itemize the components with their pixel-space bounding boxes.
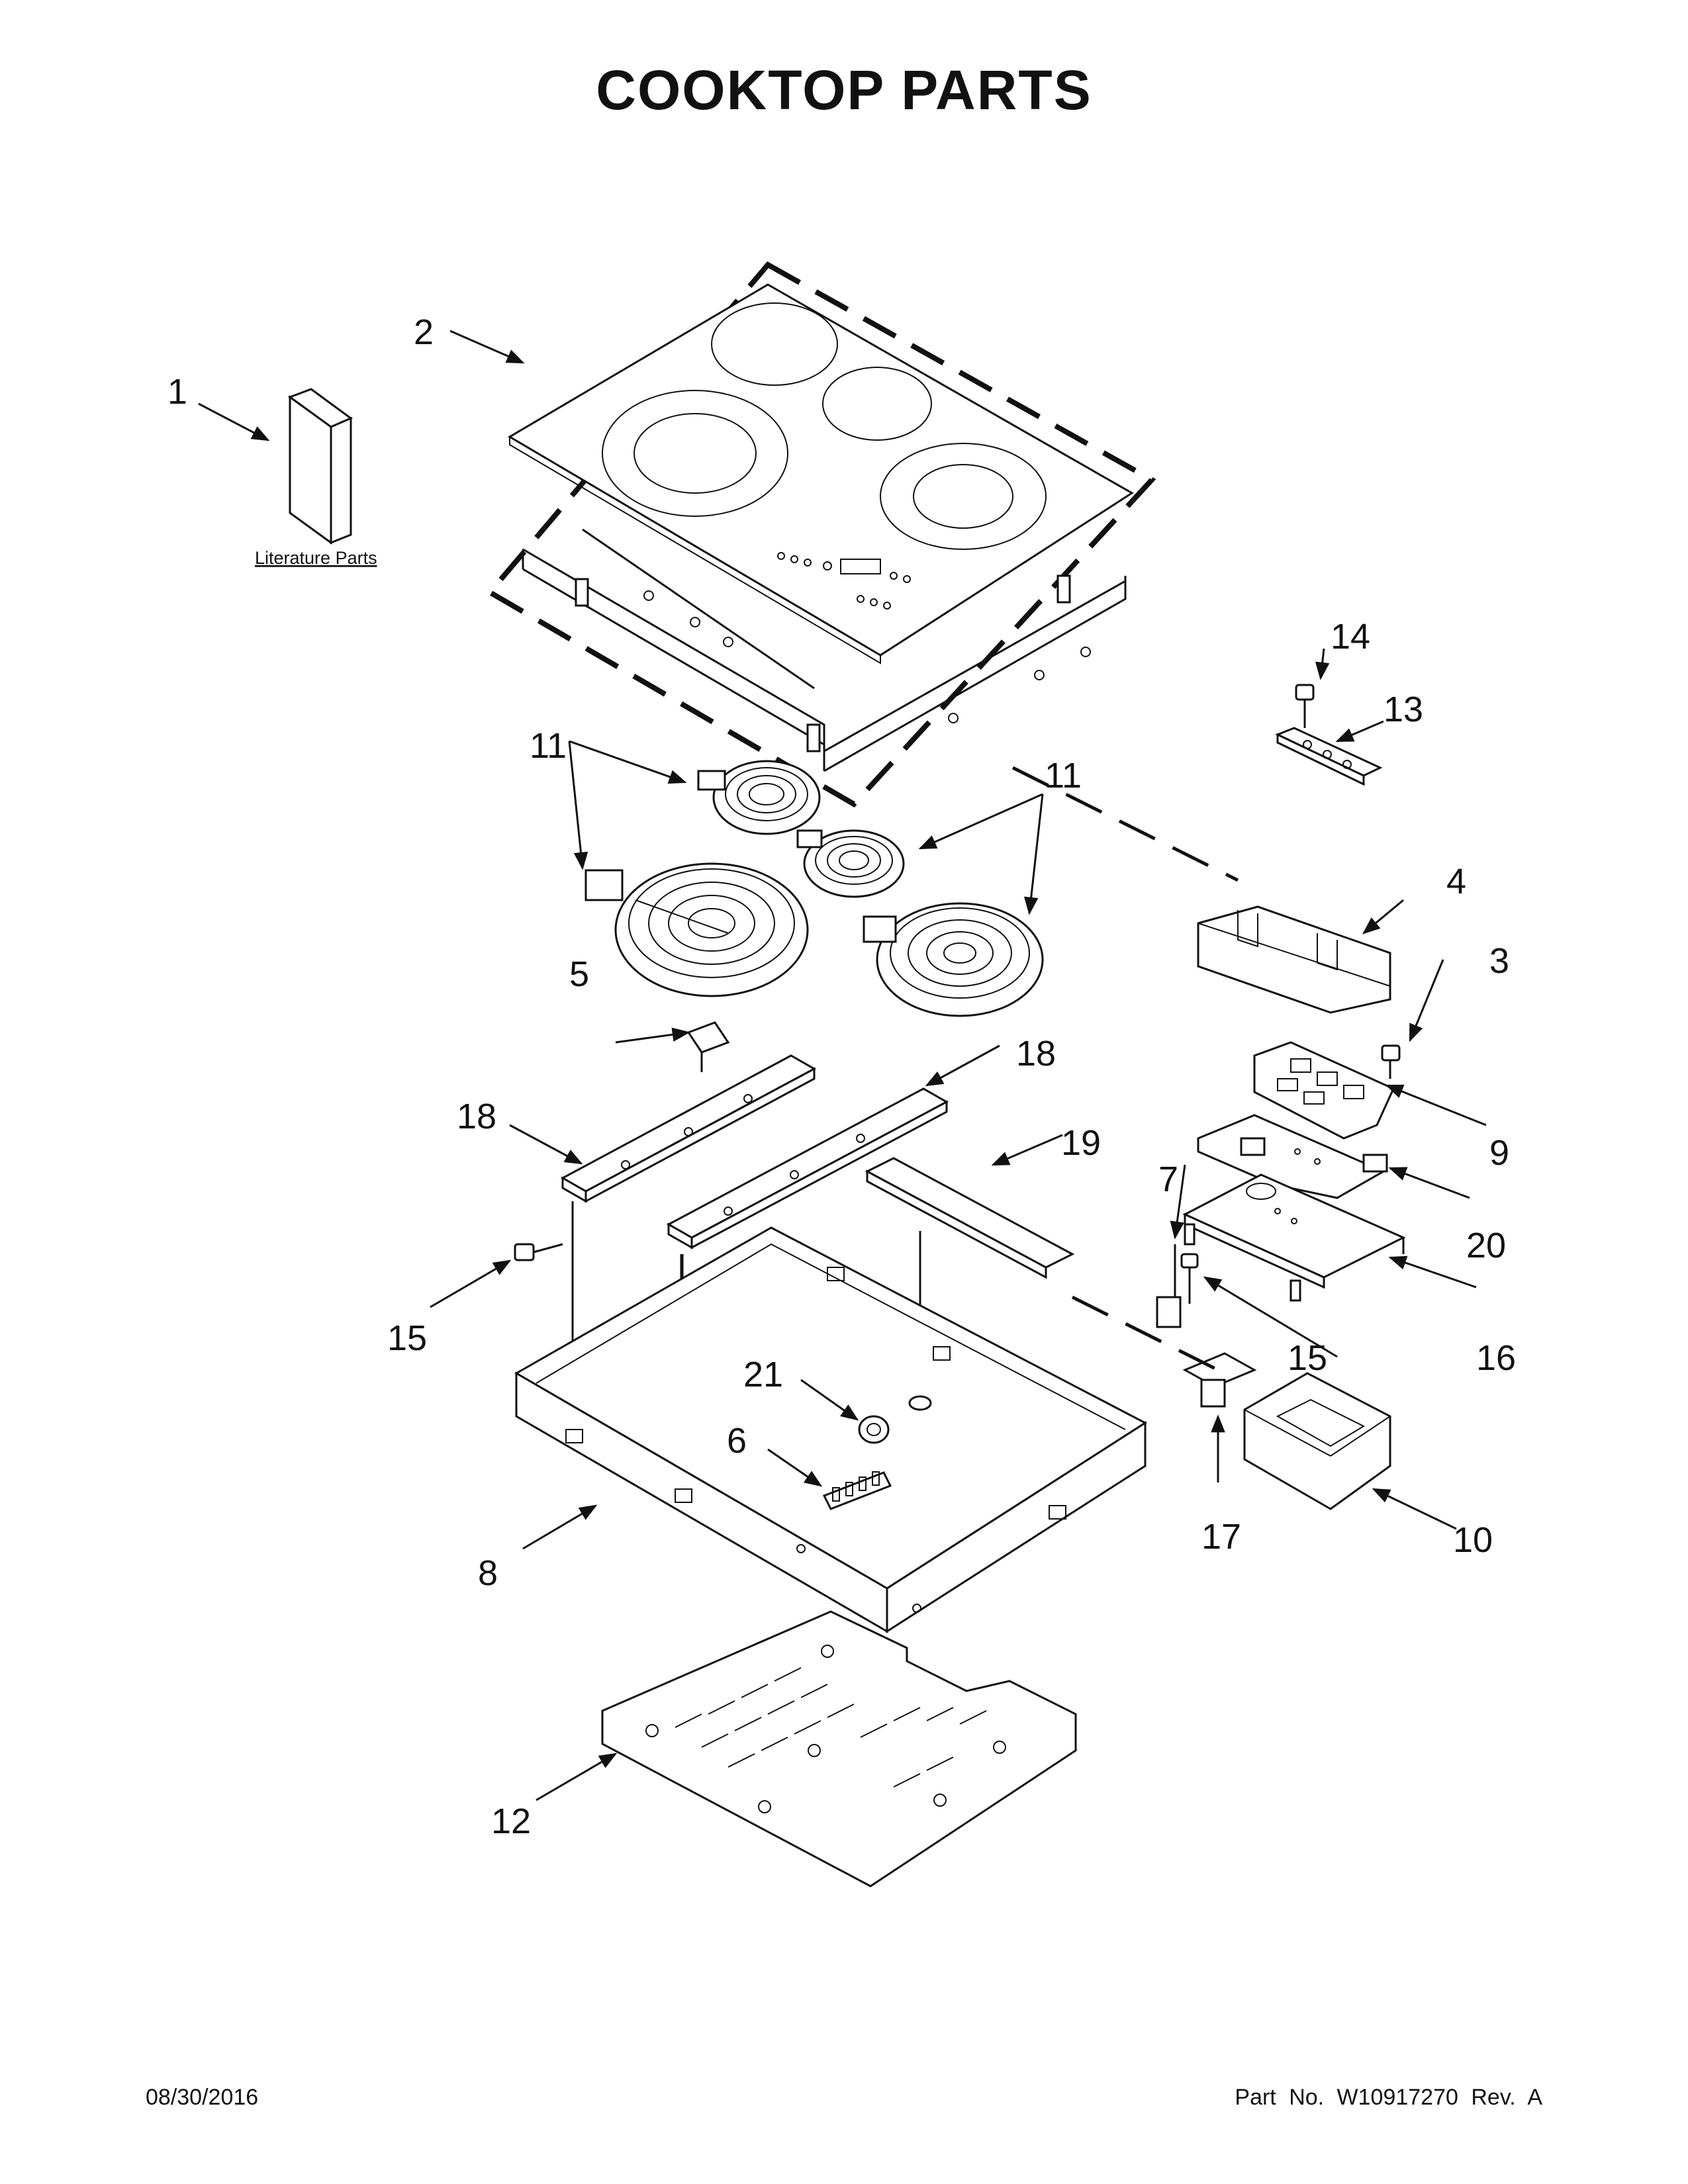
screw-14[interactable] <box>1295 684 1315 728</box>
callout-9: 9 <box>1489 1133 1509 1173</box>
callout-2: 2 <box>414 312 434 352</box>
control-bracket[interactable] <box>1197 905 1391 1014</box>
callout-16: 16 <box>1476 1338 1516 1378</box>
grommet-21[interactable] <box>858 1415 890 1444</box>
callout-19: 19 <box>1061 1123 1101 1163</box>
callout-8: 8 <box>478 1553 498 1593</box>
sensor-7[interactable] <box>1156 1244 1182 1328</box>
callout-1: 1 <box>167 372 187 412</box>
page-title: COOKTOP PARTS <box>596 59 1092 121</box>
screw-3[interactable] <box>1381 1044 1401 1079</box>
mounting-rail-right[interactable] <box>666 1087 949 1250</box>
screw-15-left[interactable] <box>514 1243 563 1261</box>
control-board[interactable] <box>1253 1041 1395 1140</box>
mounting-rail-left[interactable] <box>560 1054 817 1203</box>
screw-15-right[interactable] <box>1180 1253 1199 1304</box>
board-shield[interactable] <box>1182 1173 1406 1302</box>
callout-5: 5 <box>569 954 589 994</box>
footer-date: 08/30/2016 <box>146 2085 259 2110</box>
surface-elements[interactable] <box>585 760 1044 1017</box>
leader-arrows <box>198 330 1487 1801</box>
footer-part-number: Part No. W10917270 Rev. A <box>1235 2085 1542 2110</box>
callout-13: 13 <box>1383 690 1423 729</box>
support-bracket-10[interactable] <box>1243 1372 1391 1510</box>
callout-18-left: 18 <box>457 1097 496 1136</box>
callout-15-right: 15 <box>1288 1338 1327 1378</box>
mounting-bracket[interactable] <box>1275 727 1383 786</box>
callout-21: 21 <box>743 1355 783 1394</box>
element-rear-left <box>697 760 821 835</box>
callout-17: 17 <box>1201 1517 1241 1557</box>
element-rear-right <box>796 829 905 898</box>
element-front-right <box>863 902 1044 1017</box>
touch-controls <box>777 552 911 610</box>
callout-7: 7 <box>1158 1160 1178 1199</box>
callout-10: 10 <box>1453 1520 1493 1560</box>
callout-11-left: 11 <box>530 726 567 766</box>
clip-5[interactable] <box>686 1021 730 1072</box>
callout-14: 14 <box>1331 617 1370 657</box>
cooktop-glass-assembly[interactable] <box>485 261 1156 808</box>
callout-6: 6 <box>727 1421 747 1461</box>
callout-12: 12 <box>491 1801 531 1841</box>
literature-part[interactable]: Literature Parts <box>255 388 377 568</box>
callout-20: 20 <box>1466 1226 1506 1265</box>
element-front-left <box>585 862 809 997</box>
terminal-bracket-17[interactable] <box>1182 1352 1257 1408</box>
callout-18-right: 18 <box>1016 1034 1056 1073</box>
terminal-block-6[interactable] <box>822 1471 892 1510</box>
callout-numbers: 1 2 3 4 5 6 7 8 9 10 11 11 12 13 14 15 1… <box>167 312 1516 1841</box>
literature-parts-label: Literature Parts <box>255 548 377 568</box>
callout-15-left: 15 <box>387 1318 427 1358</box>
channel-19[interactable] <box>865 1157 1075 1396</box>
bottom-panel[interactable] <box>601 1610 1077 1888</box>
callout-3: 3 <box>1489 941 1509 981</box>
board-mounting-plate[interactable] <box>1197 1114 1388 1199</box>
callout-11-right: 11 <box>1045 756 1082 796</box>
callout-4: 4 <box>1446 862 1466 901</box>
cooktop-chassis[interactable] <box>514 1226 1147 1633</box>
